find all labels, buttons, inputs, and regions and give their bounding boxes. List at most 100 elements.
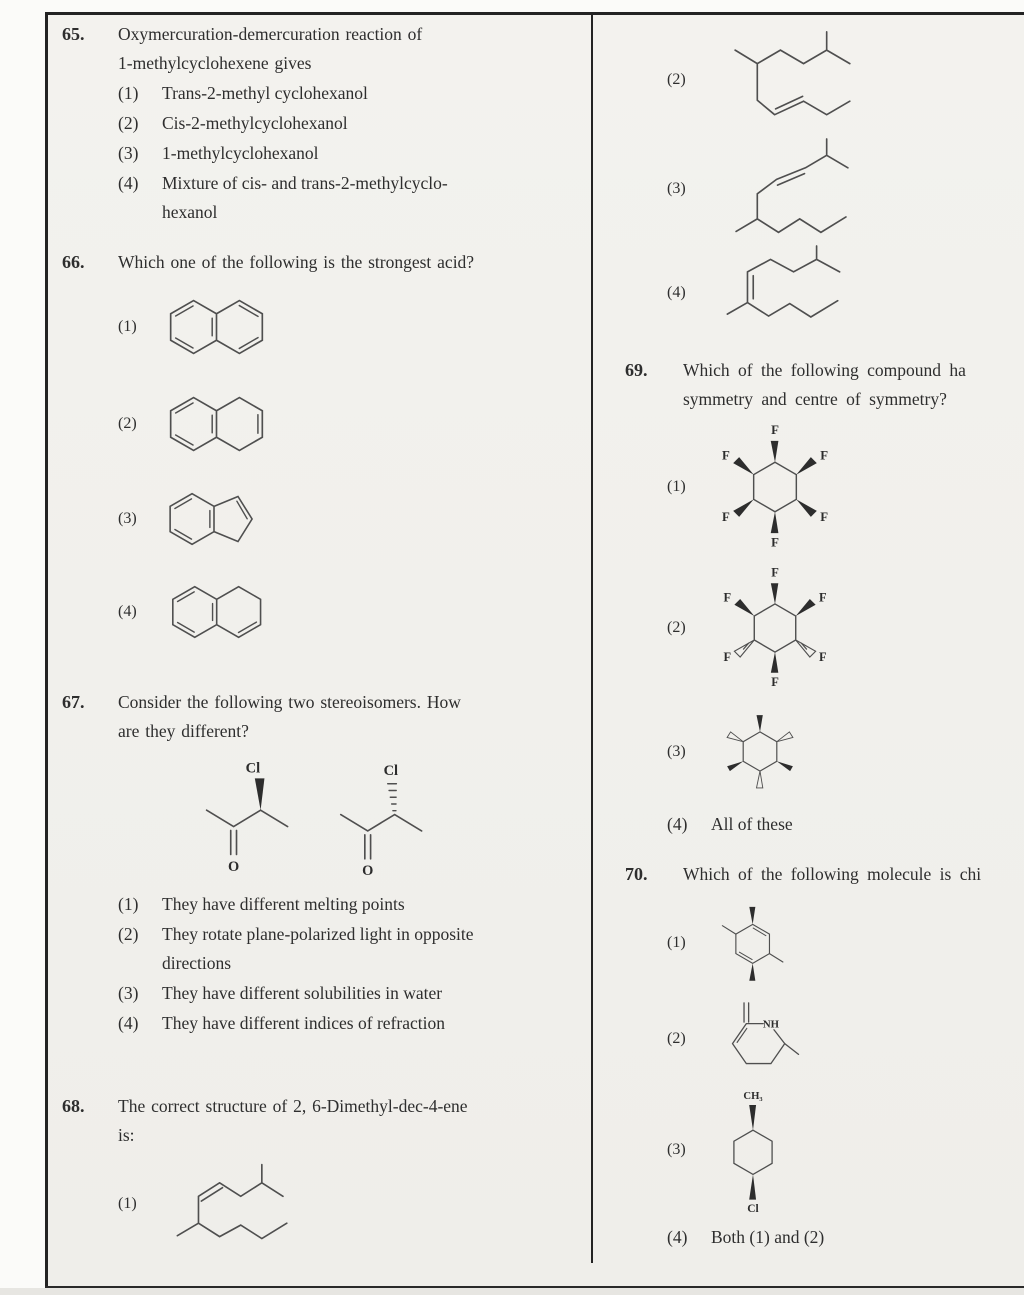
atom-label-f: F <box>723 590 731 604</box>
structure-cyclohexane-wedge-hash <box>726 715 794 789</box>
structure-chlorobutanone-wedge: Cl O <box>205 761 289 875</box>
double-bonds <box>176 591 258 634</box>
option-label: (1) <box>118 318 137 335</box>
structure-dimethylcyclohexadiene <box>721 906 784 981</box>
option-label: (1) <box>118 83 139 103</box>
atom-label-nh: NH <box>763 1018 780 1030</box>
option-label: (4) <box>118 1013 139 1033</box>
option-67-1: (1)They have different melting points <box>62 890 590 919</box>
structure-dihydronaphthalene-isomer <box>172 585 262 639</box>
atom-label-cl: Cl <box>246 761 260 777</box>
option-text: Trans-2-methyl cyclohexanol <box>162 83 368 103</box>
structure-naphthalene <box>169 299 264 355</box>
double-bonds <box>174 402 259 446</box>
option-69-1: (1) F F F F F F <box>625 417 1024 557</box>
option-70-1: (1) <box>625 892 1024 993</box>
option-label: (4) <box>118 173 139 193</box>
option-text: All of these <box>711 814 793 834</box>
option-label: (3) <box>667 180 686 197</box>
option-67-3: (3)They have different solubilities in w… <box>62 979 590 1008</box>
option-label: (3) <box>118 983 139 1003</box>
option-67-2: (2)They rotate plane-polarized light in … <box>62 920 590 978</box>
question-number: 65. <box>62 24 85 44</box>
wedge-bond-cl <box>254 778 265 811</box>
structure-chlorobutanone-hash: Cl O <box>339 763 423 879</box>
structure-methyl-chloro-cyclohexane: CH₃ Cl <box>733 1090 773 1215</box>
option-67-4: (4) They have different indices of refrac… <box>62 1009 590 1038</box>
option-label: (3) <box>667 1141 686 1158</box>
double-bonds <box>174 304 259 350</box>
structure-methylene-methyl-azacycle: NH <box>731 1002 800 1065</box>
question-text: The correct structure of 2, 6-Dimethyl-d… <box>118 1096 468 1145</box>
option-70-4: (4) Both (1) and (2) <box>625 1223 1024 1252</box>
option-70-2: (2) NH <box>625 996 1024 1082</box>
option-label: (4) <box>118 603 137 620</box>
hash-wedge <box>795 639 817 658</box>
structure-hexafluorocyclohexane-mixed: F F F F F F <box>723 566 827 689</box>
left-column: 65. Oxymercuration-demercuration reactio… <box>62 0 590 1295</box>
atom-label-f: F <box>819 650 827 664</box>
page-bottom-edge <box>0 1288 1024 1295</box>
option-text: Cis-2-methylcyclohexanol <box>162 113 348 133</box>
option-label: (1) <box>118 894 139 914</box>
atom-label-f: F <box>820 510 828 524</box>
atom-label-f: F <box>771 675 779 689</box>
atom-label-o: O <box>228 859 239 875</box>
option-68-4: (4) <box>625 245 1024 341</box>
atom-label-f: F <box>722 510 730 524</box>
question-65: 65. Oxymercuration-demercuration reactio… <box>62 20 590 227</box>
right-column: (2) (3) (4) 69. Which of the following c… <box>625 0 1024 1295</box>
option-68-1: (1) <box>62 1153 590 1254</box>
hash-bond-cl <box>387 783 398 812</box>
option-label: (4) <box>667 814 688 834</box>
atom-label-f: F <box>771 536 779 550</box>
question-number: 67. <box>62 692 85 712</box>
option-label: (1) <box>118 1194 137 1212</box>
option-66-3: (3) <box>62 474 590 564</box>
option-69-3: (3) <box>625 699 1024 804</box>
option-label: (1) <box>667 933 686 951</box>
question-text: Which of the following molecule is chi <box>683 864 982 884</box>
option-68-2: (2) <box>625 27 1024 133</box>
option-69-2: (2) F F F F F F <box>625 560 1024 696</box>
option-66-1: (1) <box>62 280 590 374</box>
option-65-4: (4)Mixture of cis- and trans-2-methylcyc… <box>62 169 590 227</box>
hash-wedge <box>733 639 755 658</box>
option-label: (3) <box>118 510 137 527</box>
atom-label-f: F <box>722 449 730 463</box>
option-label: (4) <box>667 284 686 301</box>
atom-label-f: F <box>771 566 779 580</box>
option-label: (2) <box>118 113 139 133</box>
atom-label-f: F <box>819 590 827 604</box>
option-70-3: (3) CH₃ Cl <box>625 1085 1024 1215</box>
option-65-3: (3)1-methylcyclohexanol <box>62 139 590 168</box>
question-text: Oxymercuration-demercuration reaction of… <box>118 24 423 73</box>
carbonyl-double-bond <box>364 833 372 860</box>
question-68-options-continued: (2) (3) (4) <box>625 24 1024 341</box>
option-text: They rotate plane-polarized light in opp… <box>162 924 474 973</box>
ring-double-bond <box>736 1027 748 1043</box>
question-68: 68. The correct structure of 2, 6-Dimeth… <box>62 1092 590 1254</box>
exocyclic-double-bond <box>743 1002 750 1023</box>
structure-dimethyldecene-1 <box>176 1163 288 1240</box>
carbonyl-double-bond <box>229 829 238 856</box>
option-text: Both (1) and (2) <box>711 1227 825 1247</box>
question-text: Which of the following compound ha symme… <box>683 360 966 409</box>
double-bonds <box>738 927 767 961</box>
option-69-4: (4) All of these <box>625 810 1024 839</box>
question-67: 67. Consider the following two stereoiso… <box>62 688 590 1038</box>
option-text: They have different indices of refractio… <box>162 1013 445 1033</box>
question-66: 66. Which one of the following is the st… <box>62 248 590 657</box>
structure-dimethyldecene-2 <box>734 30 851 116</box>
column-divider-line <box>591 15 593 1263</box>
structure-dimethyldecene-3 <box>735 138 849 234</box>
question-69: 69. Which of the following compound ha s… <box>625 356 1024 839</box>
option-65-1: (1) Trans-2-methyl cyclohexanol <box>62 79 590 108</box>
option-label: (4) <box>667 1227 688 1247</box>
question-number: 70. <box>625 864 648 884</box>
atom-label-cl: Cl <box>384 763 398 779</box>
option-label: (1) <box>667 478 686 495</box>
methyl-bond <box>784 1042 800 1056</box>
structure-indene <box>169 492 254 546</box>
